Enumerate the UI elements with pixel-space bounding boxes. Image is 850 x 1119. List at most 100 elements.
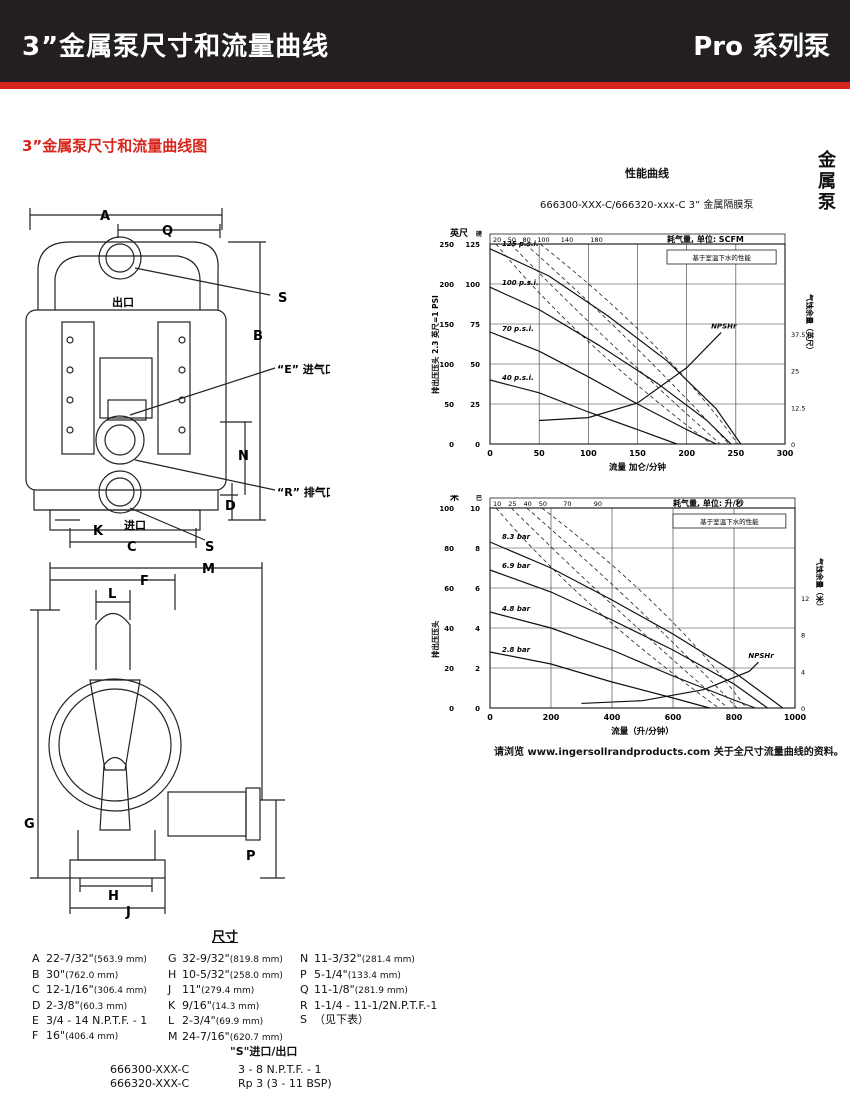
y2-tick-label: 0 (801, 705, 805, 713)
dim-label-g: G (24, 817, 35, 832)
dimension-key: D (32, 998, 41, 1012)
dimension-value: 10-5/32" (182, 967, 230, 981)
top-axis-tick: 50 (539, 500, 547, 508)
dimension-value: 24-7/16" (182, 1029, 230, 1043)
series-line (489, 611, 756, 709)
dim-label-j: J (125, 905, 131, 920)
y-tick-label-outer: 100 (439, 361, 454, 369)
air-consumption-curve (525, 243, 730, 445)
dim-label-a: A (100, 209, 110, 224)
y-tick-label-outer: 80 (444, 545, 454, 553)
dimension-key: R (300, 998, 308, 1012)
series-line (489, 248, 742, 445)
dimension-value: 9/16" (182, 998, 212, 1012)
dimension-mm: (258.0 mm) (229, 970, 283, 981)
dimension-row: S（见下表） (300, 1013, 437, 1028)
dimension-key: Q (300, 983, 309, 996)
y2-axis-label: 气蚀余量（英尺） (805, 293, 815, 354)
dim-label-c: C (127, 540, 137, 555)
dimension-mm: (60.3 mm) (79, 1001, 128, 1012)
performance-title: 性能曲线 (625, 167, 669, 180)
x-tick-label: 400 (604, 713, 621, 722)
series-line (489, 569, 768, 709)
corner-label: 巴 (476, 495, 482, 502)
y2-tick-label: 25 (791, 368, 799, 376)
dimension-mm: (69.9 mm) (215, 1017, 264, 1027)
top-axis-tick: 10 (493, 500, 501, 508)
dimension-mm: (281.9 mm) (354, 986, 408, 996)
y-tick-label-outer: 0 (449, 441, 454, 449)
dim-label-s-top: S (278, 291, 287, 306)
series-line (539, 332, 722, 422)
footnote: 请浏览 www.ingersollrandproducts.com 关于全尺寸流… (494, 747, 844, 758)
top-axis-label: 耗气量, 单位: 升/秒 (673, 498, 744, 508)
s-port-value: Rp 3 (3 - 11 BSP) (238, 1077, 332, 1090)
y-tick-label-outer: 60 (444, 585, 454, 593)
dim-label-s-bottom: S (205, 540, 214, 555)
y-tick-label-outer: 0 (449, 705, 454, 713)
dimension-mm: (281.4 mm) (361, 955, 415, 965)
dimension-mm: (279.4 mm) (201, 986, 255, 996)
dim-label-m: M (202, 562, 215, 577)
y-tick-label-left: 0 (475, 441, 480, 449)
performance-subtitle: 666300-XXX-C/666320-xxx-C 3” 金属隔膜泵 (540, 200, 754, 211)
x-tick-label: 300 (777, 449, 794, 458)
side-tab: 金属泵 (818, 150, 836, 213)
top-axis-tick: 25 (508, 500, 516, 508)
y-tick-label-outer: 100 (439, 505, 454, 513)
y-tick-label-left: 75 (470, 321, 480, 329)
y-tick-label-outer: 250 (439, 241, 454, 249)
dim-label-p: P (246, 849, 256, 864)
dim-label-d: D (225, 499, 236, 514)
s-port-model: 666320-XXX-C (110, 1077, 190, 1090)
dimension-value: 3/4 - 14 N.P.T.F. - 1 (46, 1014, 148, 1027)
x-tick-label: 200 (678, 449, 695, 458)
dimension-key: L (168, 1014, 175, 1027)
y2-tick-label: 37.5 (791, 331, 805, 339)
page-title: 3”金属泵尺寸和流量曲线 (22, 32, 330, 62)
dimension-key: P (300, 967, 307, 981)
note-text: 基于室温下水的性能 (700, 517, 759, 526)
note-box (672, 513, 787, 529)
y-axis-label: 排出压压头 (430, 620, 440, 658)
top-axis-tick: 180 (590, 236, 602, 244)
x-tick-label: 600 (665, 713, 682, 722)
y-tick-label-left: 25 (470, 401, 480, 409)
dim-label-f: F (140, 574, 149, 589)
x-axis-label: 流量（升/分钟） (611, 726, 674, 735)
dimension-value: （见下表） (314, 1013, 369, 1026)
y-tick-label-outer: 20 (444, 665, 454, 673)
y2-tick-label: 12.5 (791, 404, 805, 412)
air-inlet-label: “E” 进气口 (277, 362, 330, 376)
air-consumption-curve (539, 243, 739, 445)
dimension-value: 11-3/32" (314, 952, 362, 965)
series-label: 40 p.s.i. (502, 374, 534, 382)
air-consumption-curve (510, 243, 721, 445)
corner-label: 米 (449, 495, 460, 503)
top-axis-tick: 40 (524, 500, 532, 508)
dimension-key: A (32, 952, 40, 965)
top-axis-tick: 140 (561, 236, 573, 244)
x-tick-label: 150 (629, 449, 646, 458)
dimension-mm: (406.4 mm) (65, 1031, 119, 1042)
y-tick-label-left: 0 (475, 705, 480, 713)
dimension-key: G (168, 952, 177, 965)
dimension-value: 2-3/8" (46, 998, 80, 1012)
y-tick-label-left: 10 (470, 505, 480, 513)
top-axis-tick: 20 (493, 236, 501, 244)
dim-label-k: K (93, 524, 104, 539)
x-tick-label: 50 (534, 449, 546, 458)
dimensions-title: 尺寸 (212, 930, 239, 945)
top-axis-tick: 90 (594, 500, 602, 508)
series-label: NPSHr (748, 652, 774, 660)
dimension-mm: (14.3 mm) (211, 1001, 260, 1012)
top-axis-tick: 100 (537, 236, 549, 244)
dimension-key: M (168, 1029, 178, 1043)
dimension-mm: (819.8 mm) (229, 955, 283, 965)
